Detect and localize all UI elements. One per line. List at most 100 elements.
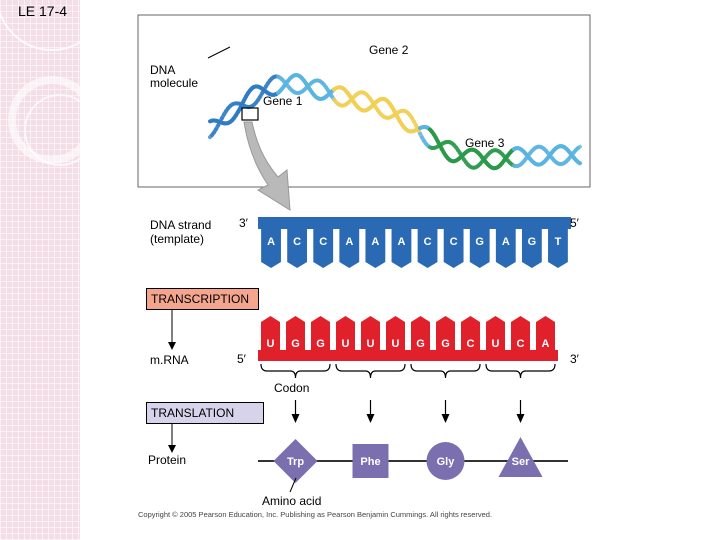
decorative-sidebar bbox=[0, 0, 80, 540]
mrna-base bbox=[486, 316, 505, 350]
mrna-base-letter: U bbox=[342, 338, 350, 350]
mrna-base-letter: C bbox=[467, 338, 475, 350]
helix-segment bbox=[576, 160, 582, 166]
codon-arrowhead bbox=[291, 414, 300, 423]
amino-acid-name: Ser bbox=[512, 456, 530, 468]
gene1-label: Gene 1 bbox=[263, 94, 303, 108]
dna-base bbox=[261, 229, 281, 268]
amino-acid-diamond bbox=[273, 439, 318, 483]
mrna-label: m.RNA bbox=[150, 353, 189, 367]
dna-base bbox=[548, 229, 568, 268]
amino-acid-chain: Trp Phe Gly Ser bbox=[273, 437, 543, 483]
zoom-arrow bbox=[243, 121, 291, 211]
mrna-base-letter: U bbox=[392, 338, 400, 350]
mrna-base-letter: A bbox=[542, 338, 550, 350]
mrna-base-letter: G bbox=[416, 338, 425, 350]
dna-base-letter: A bbox=[397, 236, 405, 248]
dna-strand-label: DNA strand (template) bbox=[150, 218, 212, 246]
dna-base-letter: C bbox=[293, 236, 301, 248]
protein-label: Protein bbox=[148, 453, 187, 467]
codon-brace bbox=[335, 363, 406, 379]
mrna-base-letter: U bbox=[492, 338, 500, 350]
codon-brace bbox=[260, 363, 331, 379]
dna-base bbox=[417, 229, 438, 268]
amino-acid-label: Amino acid bbox=[262, 494, 322, 508]
dna-base-letter: C bbox=[450, 236, 458, 248]
codon-brackets bbox=[260, 363, 556, 423]
helix-segment bbox=[576, 144, 582, 151]
dna-5prime-label: 5′ bbox=[570, 216, 579, 230]
dna-base-letter: G bbox=[528, 236, 537, 248]
translation-flow-arrowhead bbox=[168, 445, 176, 453]
dna-base bbox=[469, 229, 490, 268]
amino-acid-triangle bbox=[498, 437, 543, 477]
dna-base bbox=[521, 229, 542, 268]
dna-base bbox=[443, 229, 464, 268]
mrna-base-letter: C bbox=[517, 338, 525, 350]
mrna-base bbox=[261, 316, 280, 350]
dna-overview-box bbox=[137, 14, 591, 188]
dna-base bbox=[365, 229, 386, 268]
mrna-base bbox=[311, 316, 330, 350]
dna-base-letter: A bbox=[371, 236, 379, 248]
mrna-backbone bbox=[258, 350, 558, 361]
dna-backbone bbox=[258, 217, 571, 229]
transcription-flow-arrowhead bbox=[168, 342, 176, 350]
sidebar-circles bbox=[0, 9, 80, 166]
dna-helix bbox=[208, 73, 582, 171]
dna-base bbox=[313, 229, 334, 268]
amino-acid-pointer bbox=[289, 477, 297, 493]
dna-base bbox=[495, 229, 516, 268]
amino-acid-square bbox=[352, 444, 389, 478]
dna-base bbox=[391, 229, 412, 268]
mrna-base-letter: G bbox=[316, 338, 325, 350]
amino-acid-name: Phe bbox=[360, 456, 380, 468]
mrna-base bbox=[436, 316, 455, 350]
mrna-base-letter: U bbox=[367, 338, 375, 350]
translation-box: TRANSLATION bbox=[146, 402, 264, 424]
codon-arrowhead bbox=[441, 414, 450, 423]
dna-base-letter: A bbox=[345, 236, 353, 248]
dna-base-letter: A bbox=[267, 236, 275, 248]
dna-3prime-label: 3′ bbox=[239, 216, 248, 230]
gene2-label: Gene 2 bbox=[369, 43, 409, 57]
dna-base-letter: T bbox=[555, 236, 562, 248]
transcription-box: TRANSCRIPTION bbox=[146, 288, 259, 310]
mrna-base-letter: G bbox=[291, 338, 300, 350]
dna-molecule-label: DNA molecule bbox=[150, 63, 199, 90]
mrna-base bbox=[511, 316, 530, 350]
dna-base-letter: C bbox=[424, 236, 432, 248]
dna-base-letter: A bbox=[502, 236, 510, 248]
amino-acid-circle bbox=[426, 442, 465, 480]
gene1-marker bbox=[241, 107, 259, 121]
dna-base bbox=[339, 229, 360, 268]
mrna-3prime-label: 3′ bbox=[570, 352, 579, 366]
copyright-notice: Copyright © 2005 Pearson Education, Inc.… bbox=[138, 510, 493, 519]
mrna-base bbox=[536, 316, 555, 350]
dna-molecule-pointer bbox=[207, 46, 231, 59]
mrna-base bbox=[336, 316, 355, 350]
dna-base-letter: C bbox=[319, 236, 327, 248]
codon-arrowhead bbox=[366, 414, 375, 423]
mrna-5prime-label: 5′ bbox=[237, 352, 246, 366]
codon-arrowhead bbox=[516, 414, 525, 423]
codon-brace bbox=[485, 363, 556, 379]
mrna-base bbox=[361, 316, 380, 350]
mrna-base bbox=[461, 316, 480, 350]
mrna-base bbox=[386, 316, 405, 350]
amino-acid-name: Trp bbox=[287, 456, 304, 468]
mrna-base-letter: U bbox=[267, 338, 275, 350]
dna-base bbox=[287, 229, 308, 268]
mrna-base bbox=[411, 316, 430, 350]
codon-brace bbox=[410, 363, 481, 379]
slide-label: LE 17-4 bbox=[18, 3, 68, 19]
mrna-base-letter: G bbox=[441, 338, 450, 350]
dna-base-letter: G bbox=[475, 236, 484, 248]
mrna-base bbox=[286, 316, 305, 350]
gene3-label: Gene 3 bbox=[465, 136, 505, 150]
codon-label: Codon bbox=[274, 381, 310, 395]
amino-acid-name: Gly bbox=[437, 456, 456, 468]
